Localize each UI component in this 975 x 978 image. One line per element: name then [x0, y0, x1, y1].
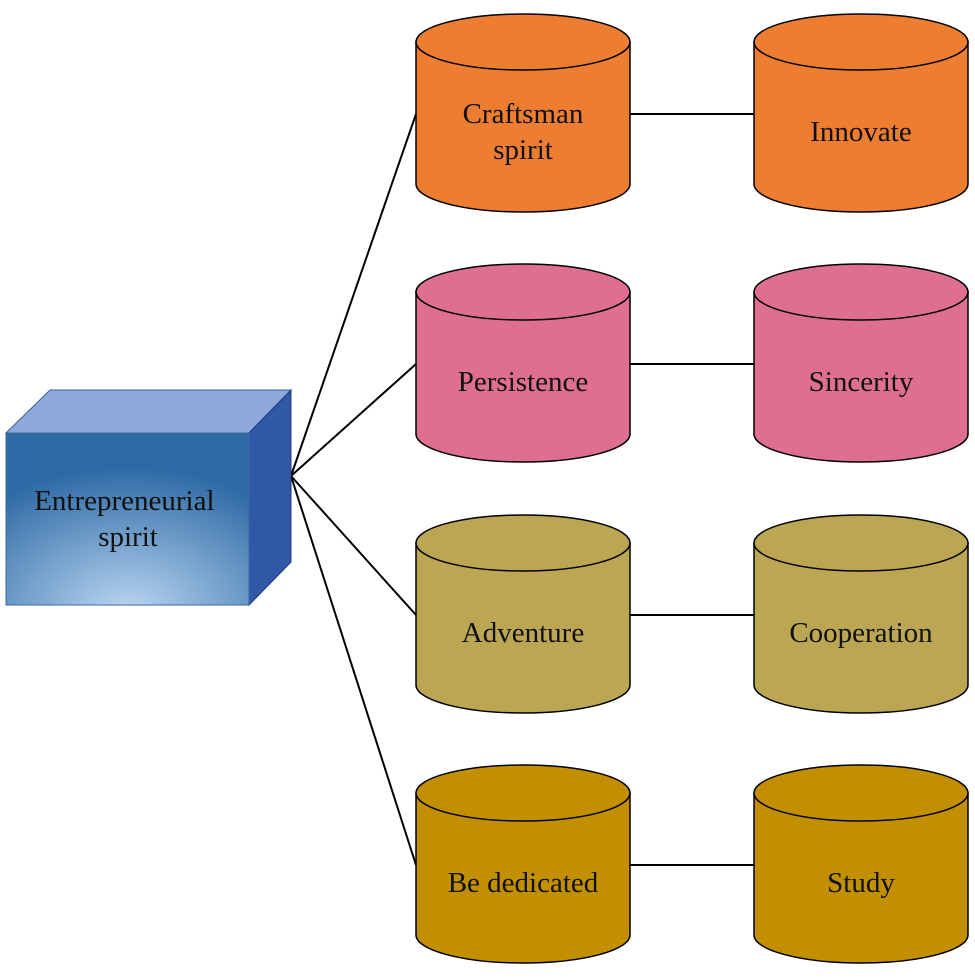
node-row3-left-top — [415, 514, 631, 572]
connector-root-to-row2 — [290, 363, 417, 477]
node-row3-left-label-line: Adventure — [462, 617, 584, 649]
node-row1-right-top — [753, 13, 969, 71]
root-label-line: spirit — [98, 521, 158, 553]
node-row1-left-label: Craftsman spirit — [463, 98, 584, 166]
node-row2-right-label-line: Sincerity — [809, 366, 914, 398]
node-row3-right-top — [753, 514, 969, 572]
node-row2-right-label: Sincerity — [809, 366, 914, 398]
node-row1-right[interactable]: Innovate — [753, 13, 969, 213]
node-row3-right[interactable]: Cooperation — [753, 514, 969, 714]
node-row4-right-body — [753, 792, 969, 964]
root-label-line: Entrepreneurial — [34, 485, 214, 517]
connectors — [290, 113, 754, 866]
node-row4-right-top — [753, 764, 969, 822]
node-row1-right-label: Innovate — [810, 116, 911, 148]
root-box-top — [4, 389, 293, 434]
node-row4-right-label-line: Study — [827, 867, 895, 899]
node-row2-left-label: Persistence — [458, 366, 588, 398]
node-row4-right-label: Study — [827, 867, 895, 899]
connector-root-to-row1 — [290, 113, 417, 477]
node-row4-right[interactable]: Study — [753, 764, 969, 964]
node-row3-left[interactable]: Adventure — [415, 514, 631, 714]
node-row4-left[interactable]: Be dedicated — [415, 764, 631, 964]
node-row2-right[interactable]: Sincerity — [753, 263, 969, 463]
node-row2-left-body — [415, 291, 631, 463]
node-row1-left-body — [415, 41, 631, 213]
connector-root-to-row3 — [290, 475, 417, 616]
node-row4-left-body — [415, 792, 631, 964]
node-row1-left-label-line: Craftsman — [463, 98, 584, 130]
node-row4-left-label-line: Be dedicated — [448, 867, 599, 899]
node-row2-left-label-line: Persistence — [458, 366, 588, 398]
node-row1-left[interactable]: Craftsman spirit — [415, 13, 631, 213]
node-row4-left-label: Be dedicated — [448, 867, 599, 899]
node-row2-left[interactable]: Persistence — [415, 263, 631, 463]
root-box-front — [5, 432, 250, 606]
node-row1-left-label-line: spirit — [493, 134, 553, 166]
node-row1-right-label-line: Innovate — [810, 116, 911, 148]
node-row1-right-body — [753, 41, 969, 213]
node-row1-left-top — [415, 13, 631, 71]
node-row4-left-top — [415, 764, 631, 822]
node-row3-left-body — [415, 542, 631, 714]
node-row2-right-top — [753, 263, 969, 321]
node-row3-left-label: Adventure — [462, 617, 584, 649]
node-row2-left-top — [415, 263, 631, 321]
root-node[interactable]: Entrepreneurial spirit — [4, 388, 293, 607]
node-row3-right-body — [753, 542, 969, 714]
connector-root-to-row4 — [290, 475, 417, 866]
node-row2-right-body — [753, 291, 969, 463]
root-label: Entrepreneurial spirit — [34, 485, 222, 553]
node-row3-right-label: Cooperation — [789, 617, 933, 649]
node-row3-right-label-line: Cooperation — [789, 617, 933, 649]
